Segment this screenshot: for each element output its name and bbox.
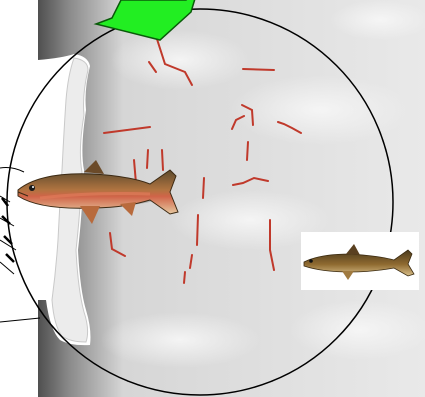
trout-small-photo <box>301 232 419 290</box>
